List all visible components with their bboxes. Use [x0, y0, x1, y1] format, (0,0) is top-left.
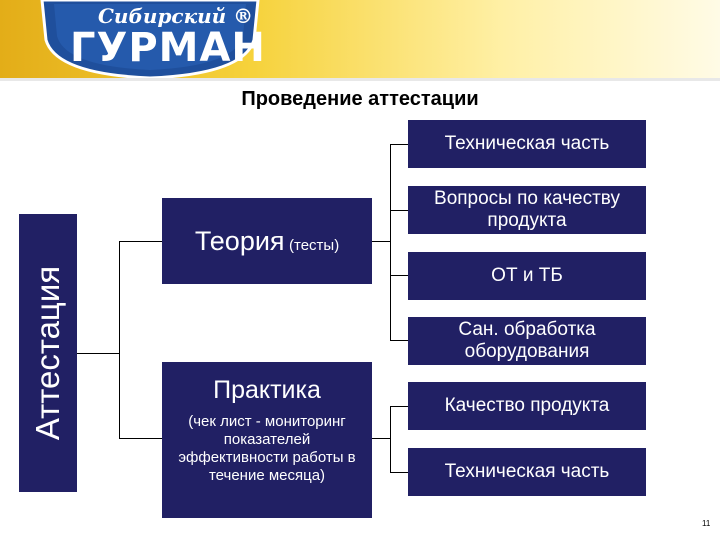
connector: [372, 241, 390, 242]
logo-brand-text: Сибирский ®: [98, 4, 254, 28]
practice-sublabel: (чек лист - мониторинг показателей эффек…: [178, 413, 356, 484]
root-node: Аттестация: [19, 214, 77, 492]
connector: [119, 438, 162, 439]
connector: [119, 241, 120, 439]
theory-item: Техническая часть: [408, 120, 646, 168]
root-node-label: Аттестация: [19, 214, 77, 492]
theory-sublabel: (тесты): [289, 236, 340, 254]
connector: [390, 210, 408, 211]
connector: [390, 144, 408, 145]
practice-item: Техническая часть: [408, 448, 646, 496]
connector: [390, 472, 408, 473]
theory-node: Теория (тесты): [162, 198, 372, 284]
connector: [390, 144, 391, 341]
practice-label: Практика: [213, 376, 321, 404]
theory-item: Вопросы по качеству продукта: [408, 186, 646, 234]
practice-item-label: Техническая часть: [444, 461, 610, 482]
theory-item-label: Техническая часть: [444, 133, 610, 154]
theory-label: Теория: [194, 225, 285, 256]
theory-item-label: Вопросы по качеству продукта: [434, 188, 620, 231]
connector: [119, 241, 162, 242]
practice-item-label: Качество продукта: [444, 395, 610, 416]
theory-item-label: Сан. обработка оборудования: [458, 319, 596, 362]
page-number: 11: [702, 519, 711, 528]
logo: Сибирский ® ГУРМАН: [40, 0, 265, 78]
theory-item-label: ОТ и ТБ: [491, 265, 563, 286]
theory-item: Сан. обработка оборудования: [408, 317, 646, 365]
connector: [390, 406, 408, 407]
practice-item: Качество продукта: [408, 382, 646, 430]
logo-shield: [40, 0, 260, 78]
header-banner: Сибирский ® ГУРМАН: [0, 0, 720, 78]
connector: [372, 438, 390, 439]
connector: [390, 406, 391, 472]
connector: [390, 275, 408, 276]
practice-node: Практика (чек лист - мониторинг показате…: [162, 362, 372, 518]
connector: [77, 353, 119, 354]
connector: [390, 340, 408, 341]
theory-item: ОТ и ТБ: [408, 252, 646, 300]
header-divider: [0, 78, 720, 81]
page-title: Проведение аттестации: [241, 88, 479, 110]
logo-name-text: ГУРМАН: [70, 25, 266, 71]
